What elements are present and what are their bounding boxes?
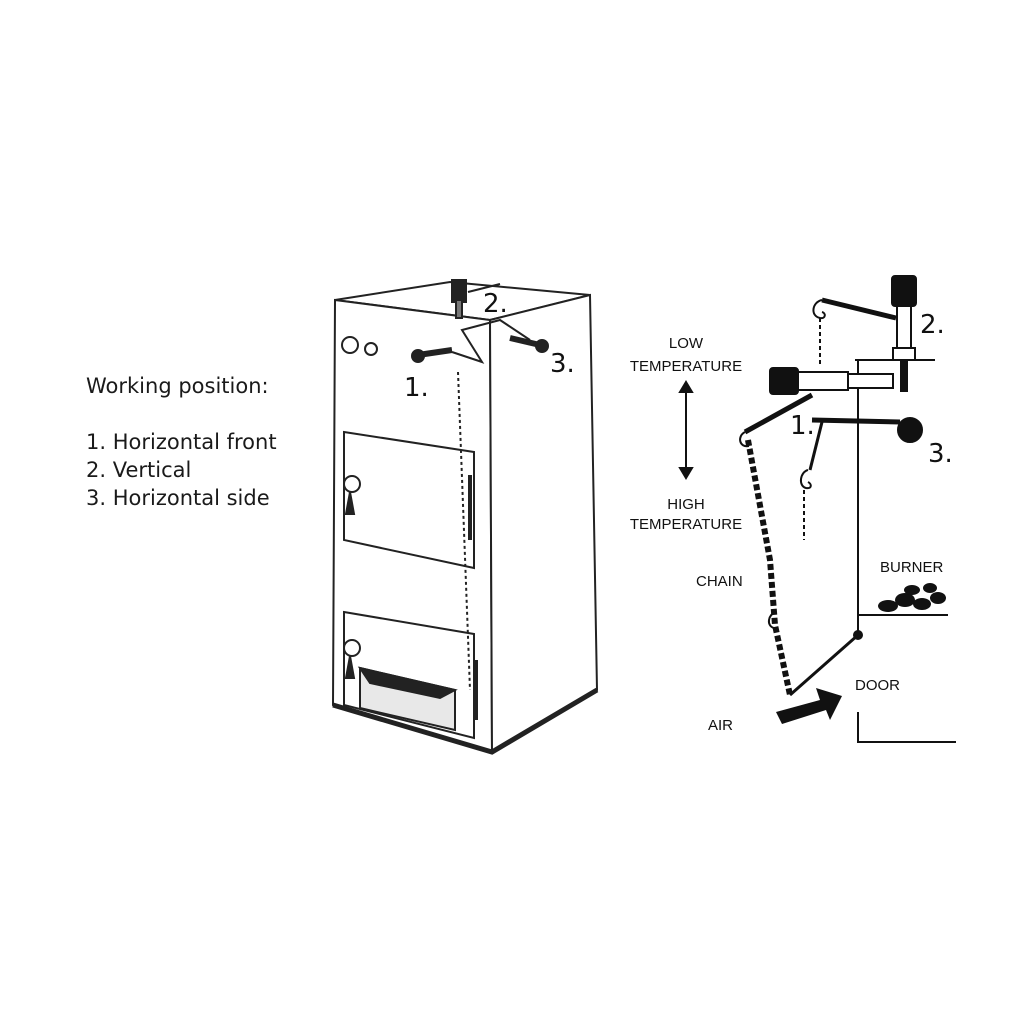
detail-marker-3: 3. [928,439,953,469]
detail-lever-3-drop [808,421,824,471]
detail-regulator-vertical-body [896,305,912,355]
upper-door-handle [343,475,361,493]
boiler-base [332,687,599,755]
upper-door [343,430,475,570]
detail-lever-2 [821,297,897,321]
detail-lever-1 [743,392,814,435]
lower-door [343,610,475,740]
working-position-legend: Working position: 1. Horizontal front 2.… [86,372,277,512]
detail-marker-1: 1. [790,411,815,441]
burner-coals [878,583,946,612]
detail-regulator-front-knob [769,367,799,395]
regulator-vertical [451,279,467,303]
boiler-marker-2: 2. [483,289,508,319]
boiler-illustration [331,279,599,755]
temperature-arrow-head-down [678,467,694,480]
boiler-side [488,293,599,754]
label-chain: CHAIN [696,573,743,590]
label-low: LOW [669,335,704,352]
regulator-horizontal-front [411,347,453,363]
lower-door-handle [343,639,361,657]
detail-lever-3 [811,417,901,425]
detail-regulator-vertical-knob [891,275,917,307]
label-burner: BURNER [880,559,944,576]
upper-door-handle-drop [344,491,356,515]
label-low-temperature: TEMPERATURE [630,358,742,375]
legend-item-horizontal-side: 3. Horizontal side [86,486,270,510]
temperature-arrow-head-up [678,380,694,393]
viewing-hole-small [364,342,378,356]
label-high-temperature: TEMPERATURE [630,516,742,533]
detail-marker-2: 2. [920,310,945,340]
regulator-horizontal-side [509,335,549,353]
detail-chain [745,439,793,696]
lower-door-handle-drop [344,655,356,679]
regulator-detail [678,275,956,743]
detail-hook-3 [800,469,812,490]
detail-regulator-side-knob [897,417,923,443]
detail-regulator-front-stem [847,373,894,389]
boiler-marker-3: 3. [550,349,575,379]
legend-item-horizontal-front: 1. Horizontal front [86,430,277,454]
label-high: HIGH [667,496,705,513]
air-arrow [776,688,842,724]
regulator-vertical-stem [455,299,463,319]
legend-title: Working position: [86,374,269,398]
air-flap-opening [357,666,458,700]
boiler-chain [457,371,471,691]
door-lever [789,633,859,697]
boiler-marker-1: 1. [404,373,429,403]
detail-regulator-front-body [797,371,849,391]
door-hinge [853,630,863,640]
floor-line [857,712,956,743]
detail-chain-hook [768,611,777,629]
legend-list: 1. Horizontal front 2. Vertical 3. Horiz… [86,428,277,512]
regulator-lever [451,318,531,364]
viewing-hole-large [341,336,359,354]
label-door: DOOR [855,677,900,694]
boiler-pointer-2 [467,283,501,293]
detail-regulator-vertical-nut [892,347,916,361]
label-air: AIR [708,717,733,734]
legend-item-vertical: 2. Vertical [86,458,192,482]
